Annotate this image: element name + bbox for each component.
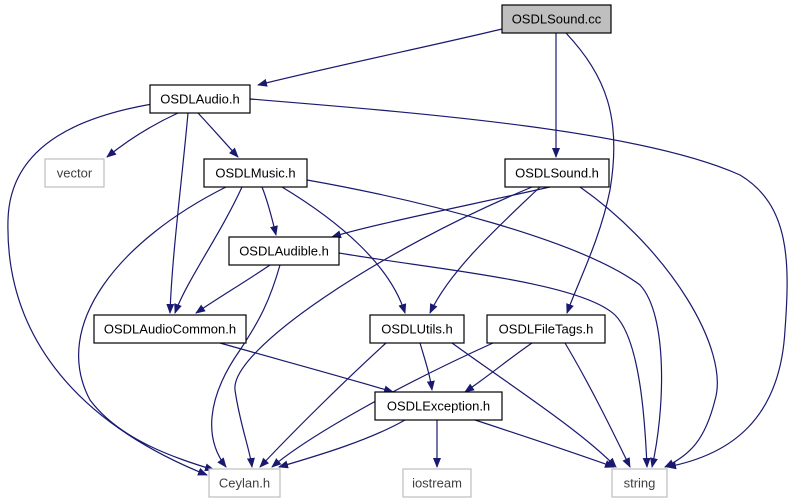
edge-osdlsound_cc-to-osdlaudio_h: [257, 28, 503, 87]
edge-osdlaudible_h-to-string: [338, 252, 651, 468]
node-osdlmusic-h[interactable]: OSDLMusic.h: [203, 158, 308, 188]
node-label: OSDLException.h: [387, 399, 490, 414]
edge-osdlexception_h-to-ceylan_h: [278, 419, 406, 469]
edge-osdlsound_h-to-ceylan_h: [234, 186, 533, 468]
node-box: [611, 468, 668, 498]
node-box: [228, 236, 340, 266]
edge-osdlfiletags_h-to-string: [564, 342, 631, 468]
edge-osdlaudio_h-to-ceylan_h: [7, 103, 208, 476]
edge-osdlmusic_h-to-string: [306, 179, 663, 468]
edge-osdlaudiocommon_h-to-osdlexception_h: [219, 342, 394, 394]
edges-layer: [7, 28, 788, 476]
edge-osdlmusic_h-to-osdlaudiocommon_h: [174, 186, 243, 314]
node-label: OSDLFileTags.h: [499, 322, 594, 337]
edge-osdlaudio_h-to-string: [249, 98, 788, 470]
edge-osdlutils_h-to-osdlexception_h: [419, 342, 435, 391]
node-label: vector: [57, 166, 93, 181]
node-label: string: [624, 476, 656, 491]
node-ceylan-h: Ceylan.h: [208, 468, 281, 498]
edge-osdlaudible_h-to-ceylan_h: [211, 264, 281, 468]
node-label: OSDLSound.cc: [512, 12, 602, 27]
node-box: [402, 468, 472, 498]
edge-osdlmusic_h-to-osdlutils_h: [281, 186, 407, 314]
node-box: [504, 158, 610, 188]
node-osdlutils-h[interactable]: OSDLUtils.h: [369, 314, 465, 344]
edge-osdlutils_h-to-ceylan_h: [259, 342, 387, 468]
node-osdlaudio-h[interactable]: OSDLAudio.h: [149, 84, 251, 114]
node-box: [369, 314, 465, 344]
node-box: [44, 158, 105, 188]
node-box: [374, 391, 503, 421]
node-osdlfiletags-h[interactable]: OSDLFileTags.h: [486, 314, 606, 344]
node-label: Ceylan.h: [219, 476, 270, 491]
node-box: [93, 314, 247, 344]
node-osdlexception-h[interactable]: OSDLException.h: [374, 391, 503, 421]
edge-osdlsound_cc-to-osdlfiletags_h: [565, 32, 615, 314]
node-string: string: [611, 468, 668, 498]
edge-osdlmusic_h-to-ceylan_h: [78, 186, 227, 472]
node-vector: vector: [44, 158, 105, 188]
edge-osdlaudible_h-to-osdlaudiocommon_h: [195, 264, 271, 314]
edge-osdlutils_h-to-string: [451, 342, 617, 468]
node-osdlsound-cc[interactable]: OSDLSound.cc: [501, 4, 612, 34]
node-label: OSDLUtils.h: [381, 322, 453, 337]
node-box: [501, 4, 612, 34]
edge-osdlaudio_h-to-osdlaudiocommon_h: [166, 112, 189, 314]
edge-osdlfiletags_h-to-osdlexception_h: [464, 342, 533, 393]
node-box: [203, 158, 308, 188]
node-osdlaudiocommon-h[interactable]: OSDLAudioCommon.h: [93, 314, 247, 344]
node-label: OSDLAudible.h: [239, 244, 329, 259]
node-label: OSDLSound.h: [515, 166, 599, 181]
node-osdlaudible-h[interactable]: OSDLAudible.h: [228, 236, 340, 266]
edge-osdlsound_h-to-string: [579, 186, 718, 468]
node-osdlsound-h[interactable]: OSDLSound.h: [504, 158, 610, 188]
edge-osdlsound_h-to-osdlaudible_h: [331, 186, 551, 239]
node-box: [486, 314, 606, 344]
edge-osdlsound_h-to-osdlutils_h: [429, 186, 541, 314]
node-label: OSDLAudio.h: [160, 92, 240, 107]
edge-osdlfiletags_h-to-ceylan_h: [271, 342, 494, 468]
node-box: [208, 468, 281, 498]
node-label: OSDLMusic.h: [215, 166, 295, 181]
edge-osdlaudio_h-to-osdlmusic_h: [197, 112, 239, 158]
node-label: OSDLAudioCommon.h: [104, 322, 236, 337]
edge-osdlmusic_h-to-osdlaudible_h: [261, 186, 278, 236]
edge-osdlexception_h-to-string: [474, 419, 615, 468]
node-label: iostream: [412, 476, 462, 491]
edge-osdlaudio_h-to-vector: [106, 112, 179, 158]
node-box: [149, 84, 251, 114]
node-iostream: iostream: [402, 468, 472, 498]
